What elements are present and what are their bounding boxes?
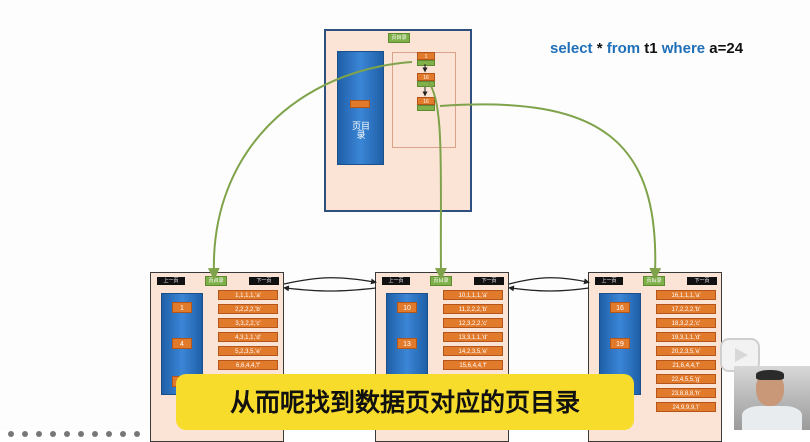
record-row: 2,2,2,2,'b' — [218, 304, 278, 314]
record-row: 10,1,1,1,'a' — [443, 290, 503, 300]
sql-condition: a=24 — [709, 40, 744, 57]
directory-slot-2: 4 — [172, 338, 192, 349]
next-page-label: 下一页 — [474, 277, 504, 285]
record-row: 16,1,1,1,'a' — [656, 290, 716, 300]
pointer-root-to-page3 — [439, 103, 662, 280]
sql-select: select — [550, 40, 593, 57]
record-row: 22,4,5,5,'g' — [656, 374, 716, 384]
record-row: 21,6,4,4,'f' — [656, 360, 716, 370]
record-row: 3,3,2,2,'c' — [218, 318, 278, 328]
directory-slot-1: 1 — [172, 302, 192, 313]
record-row: 13,3,1,1,'d' — [443, 332, 503, 342]
record-row: 14,2,3,5,'e' — [443, 346, 503, 356]
record-row: 23,8,8,8,'h' — [656, 388, 716, 398]
next-page-label: 下一页 — [249, 277, 279, 285]
sql-table: t1 — [644, 40, 658, 57]
directory-slot-2: 19 — [610, 338, 630, 349]
sql-from: from — [606, 40, 641, 57]
root-entry-2: 16 — [417, 73, 435, 81]
root-entry-3: 16 — [417, 97, 435, 105]
record-row: 19,3,1,1,'d' — [656, 332, 716, 342]
sql-query: select * from t1 where a=24 — [550, 40, 743, 57]
directory-slot-1: 16 — [610, 302, 630, 313]
pointer-root-to-page1 — [207, 61, 413, 280]
root-entry-2-pointer — [417, 81, 435, 87]
sql-where: where — [661, 40, 706, 57]
prev-page-label: 上一页 — [382, 277, 410, 285]
slide-canvas: select * from t1 where a=24 页目录 页目录 1 16… — [8, 29, 810, 442]
sql-star: * — [596, 40, 603, 57]
record-row: 24,9,9,9,'i' — [656, 402, 716, 412]
record-row: 11,2,2,2,'b' — [443, 304, 503, 314]
root-entry-1: 1 — [417, 52, 435, 60]
page-link-1-2 — [283, 277, 377, 285]
prev-page-label: 上一页 — [157, 277, 185, 285]
record-row: 17,2,2,2,'b' — [656, 304, 716, 314]
presenter-avatar — [734, 366, 810, 430]
record-row: 5,2,3,5,'e' — [218, 346, 278, 356]
prev-page-label: 上一页 — [595, 277, 623, 285]
record-row: 15,6,4,4,'f' — [443, 360, 503, 370]
pointer-root-to-page2 — [427, 81, 447, 280]
record-row: 6,6,4,4,'f' — [218, 360, 278, 370]
root-entry-1-pointer — [417, 60, 435, 66]
root-directory-label: 页目录 — [351, 121, 370, 140]
record-row: 1,1,1,1,'a' — [218, 290, 278, 300]
page-link-2-3 — [508, 277, 590, 285]
page-link-3-2 — [508, 285, 590, 292]
record-row: 20,2,3,5,'e' — [656, 346, 716, 356]
subtitle-caption: 从而呢找到数据页对应的页目录 — [176, 374, 634, 430]
record-row: 4,3,1,1,'d' — [218, 332, 278, 342]
pointer-arrows — [207, 61, 662, 292]
root-directory-slot — [350, 100, 370, 108]
directory-slot-2: 13 — [397, 338, 417, 349]
root-directory-bar: 页目录 — [337, 51, 384, 165]
root-entry-3-pointer — [417, 105, 435, 111]
record-row: 12,3,2,2,'c' — [443, 318, 503, 328]
root-directory-page: 页目录 页目录 1 16 16 — [324, 29, 472, 212]
page-link-2-1 — [283, 285, 377, 292]
record-row: 18,3,2,2,'c' — [656, 318, 716, 328]
root-records-area: 1 16 16 — [392, 52, 456, 148]
next-page-label: 下一页 — [687, 277, 717, 285]
root-page-tag: 页目录 — [388, 33, 410, 43]
play-icon[interactable] — [718, 333, 762, 377]
directory-slot-1: 10 — [397, 302, 417, 313]
player-controls-dots — [8, 424, 148, 442]
